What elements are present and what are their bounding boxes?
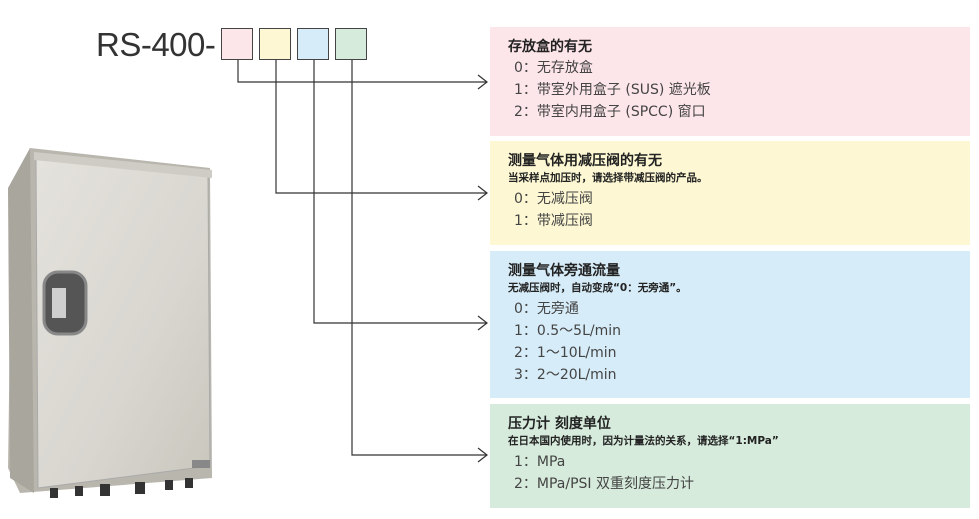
connector-3	[313, 60, 487, 324]
panel-title: 压力计 刻度单位	[508, 416, 611, 432]
panel-title: 存放盒的有无	[508, 39, 592, 55]
option: 2：MPa/PSI 双重刻度压力计	[514, 476, 695, 492]
code-slot-gauge-unit	[335, 28, 367, 60]
option: 1：带减压阀	[514, 213, 593, 229]
option: 2：带室内用盒子 (SPCC) 窗口	[514, 104, 706, 120]
option: 0：无存放盒	[514, 60, 593, 76]
option: 0：无旁通	[514, 301, 579, 317]
option: 2：1～10L/min	[514, 345, 617, 361]
option: 3：2～20L/min	[514, 367, 617, 383]
arrowhead-3	[477, 315, 488, 331]
panel-gauge-unit: 压力计 刻度单位 在日本国内使用时，因为计量法的关系，请选择“1:MPa” 1：…	[490, 404, 970, 508]
code-slot-bypass-flow	[297, 28, 329, 60]
option: 1：MPa	[514, 454, 566, 470]
option: 0：无减压阀	[514, 191, 593, 207]
code-slot-storage-box	[221, 28, 253, 60]
arrowhead-4	[477, 447, 488, 463]
arrowhead-2	[477, 185, 488, 201]
connector-1	[237, 60, 487, 83]
panel-bypass-flow: 测量气体旁通流量 无减压阀时，自动变成“0：无旁通”。 0：无旁通 1：0.5～…	[490, 251, 970, 398]
model-code-prefix: RS-400-	[96, 26, 216, 63]
panel-pressure-reducer: 测量气体用减压阀的有无 当采样点加压时，请选择带减压阀的产品。 0：无减压阀 1…	[490, 141, 970, 245]
panel-note: 在日本国内使用时，因为计量法的关系，请选择“1:MPa”	[508, 435, 779, 447]
panel-storage-box: 存放盒的有无 0：无存放盒 1：带室外用盒子 (SUS) 遮光板 2：带室内用盒…	[490, 27, 970, 136]
panel-note: 当采样点加压时，请选择带减压阀的产品。	[508, 172, 708, 184]
cabinet-photo	[8, 148, 212, 498]
option: 1：带室外用盒子 (SUS) 遮光板	[514, 82, 711, 98]
connector-2	[275, 60, 487, 194]
panel-title: 测量气体用减压阀的有无	[508, 153, 662, 169]
code-slot-pressure-reducer	[259, 28, 291, 60]
connector-4	[351, 60, 487, 456]
panel-note: 无减压阀时，自动变成“0：无旁通”。	[508, 282, 687, 294]
panel-title: 测量气体旁通流量	[508, 263, 620, 279]
arrowhead-1	[477, 74, 488, 90]
option: 1：0.5～5L/min	[514, 323, 621, 339]
